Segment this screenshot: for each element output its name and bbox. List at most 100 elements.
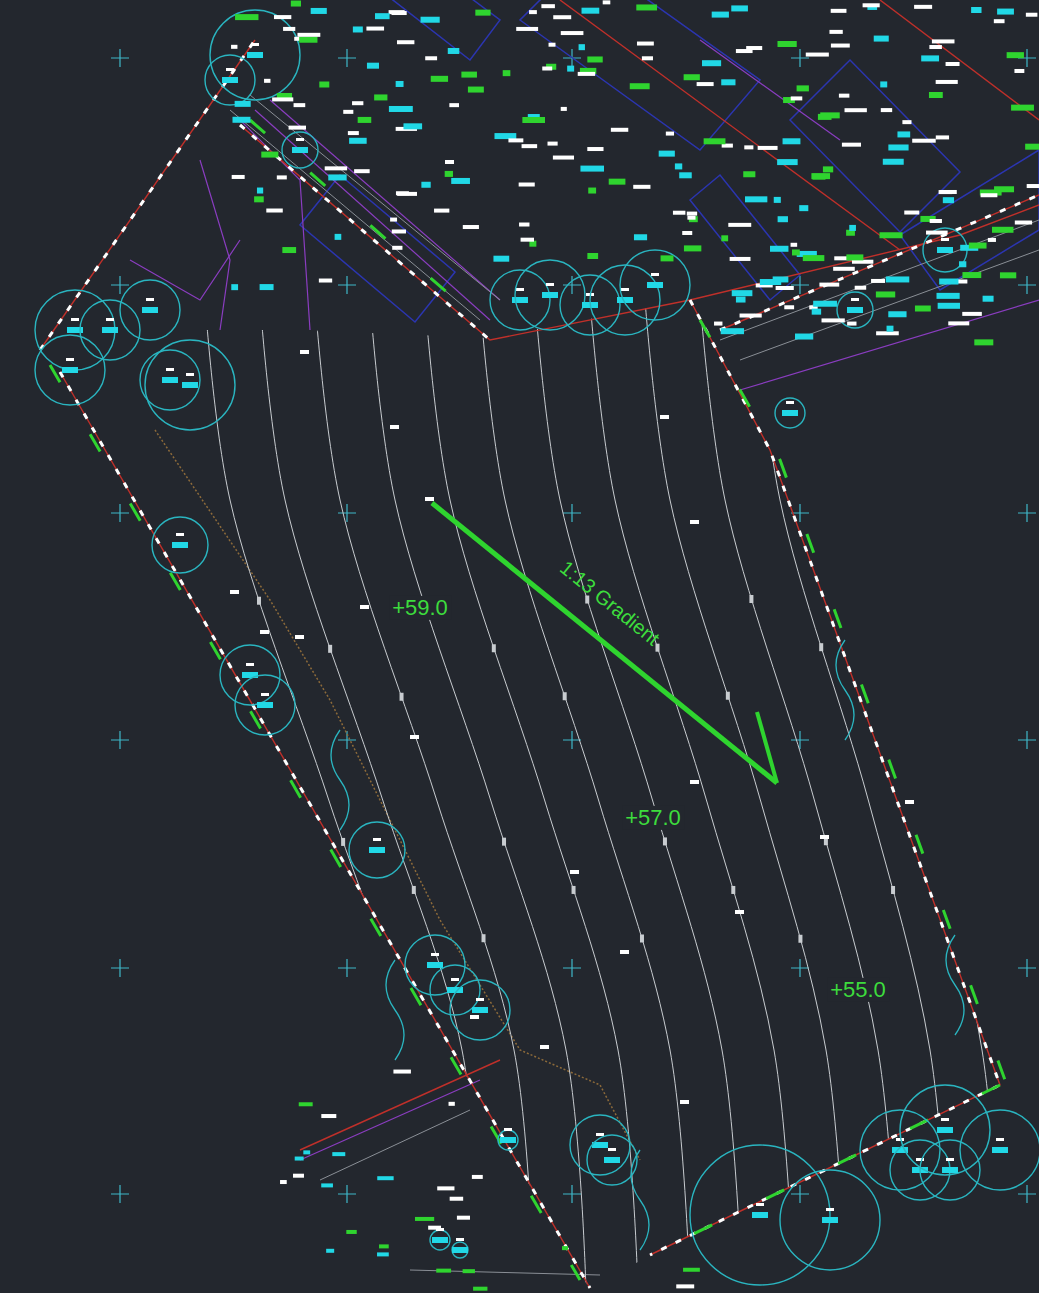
- tree-mark: [186, 373, 194, 376]
- contour-tick: [502, 838, 506, 846]
- spot-level: [300, 350, 309, 354]
- building-outline: [900, 150, 1039, 290]
- tree-mark: [106, 318, 114, 321]
- grid-cross: [563, 276, 581, 294]
- tree-tag: [782, 410, 798, 416]
- service-line: [740, 300, 1039, 390]
- kerb-line: [740, 250, 1039, 360]
- trees: [35, 10, 1039, 1285]
- boundary: [40, 0, 1039, 1288]
- tree-mark: [608, 1148, 616, 1151]
- tree-canopy: [282, 132, 318, 168]
- survey-mark: [633, 185, 650, 189]
- tree-tag: [427, 962, 443, 968]
- service-line: [130, 240, 240, 300]
- survey-mark: [921, 55, 939, 61]
- grid-cross: [338, 959, 356, 977]
- survey-mark: [587, 56, 602, 62]
- tree-canopy: [210, 10, 300, 100]
- survey-mark: [295, 1157, 304, 1161]
- survey-mark: [553, 15, 571, 19]
- survey-mark: [529, 10, 537, 14]
- survey-mark: [348, 131, 359, 135]
- survey-mark: [448, 48, 460, 54]
- survey-mark: [343, 110, 353, 114]
- service-lines: [130, 40, 1039, 1160]
- survey-mark: [881, 108, 892, 112]
- arrow-head: [757, 712, 777, 783]
- survey-mark: [683, 1268, 700, 1272]
- survey-mark: [994, 19, 1005, 23]
- tree-canopy: [235, 675, 295, 735]
- spot-level: [230, 590, 239, 594]
- survey-mark: [421, 17, 440, 23]
- grid-cross: [111, 1185, 129, 1203]
- survey-mark: [367, 63, 379, 69]
- survey-mark: [353, 26, 363, 32]
- contour-line: [535, 300, 742, 1290]
- spot-level: [680, 1100, 689, 1104]
- survey-mark: [988, 238, 996, 242]
- tree-canopy: [120, 280, 180, 340]
- grid-cross: [338, 1185, 356, 1203]
- survey-mark: [352, 101, 363, 105]
- hedge-dashes: [50, 120, 1005, 1280]
- survey-mark: [939, 190, 953, 194]
- survey-mark: [1025, 144, 1039, 150]
- kerb-line: [320, 1110, 470, 1180]
- gradient-arrow: [432, 503, 777, 783]
- survey-mark: [888, 144, 908, 150]
- survey-mark: [994, 186, 1014, 192]
- tree-canopy: [620, 250, 690, 320]
- survey-mark: [294, 103, 306, 107]
- survey-mark: [721, 328, 744, 334]
- survey-mark: [831, 44, 850, 48]
- survey-mark: [822, 318, 845, 322]
- survey-mark: [926, 231, 948, 235]
- survey-mark: [291, 1, 301, 7]
- fence-line: [155, 430, 640, 1160]
- spot-level: [425, 497, 434, 501]
- survey-mark: [437, 1186, 454, 1190]
- building-outline: [690, 175, 800, 300]
- survey-mark: [770, 246, 788, 252]
- tree-mark: [456, 1238, 464, 1241]
- service-line: [300, 1080, 480, 1160]
- survey-mark: [642, 56, 653, 60]
- survey-mark: [354, 169, 370, 173]
- survey-mark: [702, 60, 721, 66]
- contour-tick: [726, 692, 730, 700]
- tree-mark: [786, 401, 794, 404]
- grid-cross: [1018, 959, 1036, 977]
- shrub-outline: [386, 960, 404, 1060]
- tree-mark: [941, 238, 949, 241]
- tree-mark: [596, 1133, 604, 1136]
- survey-mark: [389, 106, 413, 112]
- survey-mark: [445, 171, 453, 177]
- grid-cross: [563, 504, 581, 522]
- survey-mark: [611, 128, 628, 132]
- tree-tag: [847, 307, 863, 313]
- tree-canopy: [349, 822, 405, 878]
- survey-mark: [783, 138, 801, 144]
- survey-mark: [791, 243, 798, 247]
- survey-mark: [731, 5, 748, 11]
- survey-mark: [493, 256, 509, 262]
- tree-canopy: [920, 1140, 980, 1200]
- survey-mark: [473, 1287, 487, 1291]
- survey-mark: [855, 286, 867, 290]
- tree-tag: [369, 847, 385, 853]
- survey-mark: [744, 145, 753, 149]
- tree-tag: [452, 1247, 468, 1253]
- survey-mark: [503, 70, 511, 76]
- contours: [205, 300, 1002, 1290]
- survey-mark: [634, 234, 647, 240]
- survey-mark: [289, 126, 306, 130]
- survey-mark: [776, 286, 794, 290]
- survey-mark: [684, 74, 700, 80]
- tree-mark: [476, 998, 484, 1001]
- survey-mark: [260, 284, 274, 290]
- survey-mark: [578, 72, 595, 76]
- survey-mark: [784, 305, 794, 309]
